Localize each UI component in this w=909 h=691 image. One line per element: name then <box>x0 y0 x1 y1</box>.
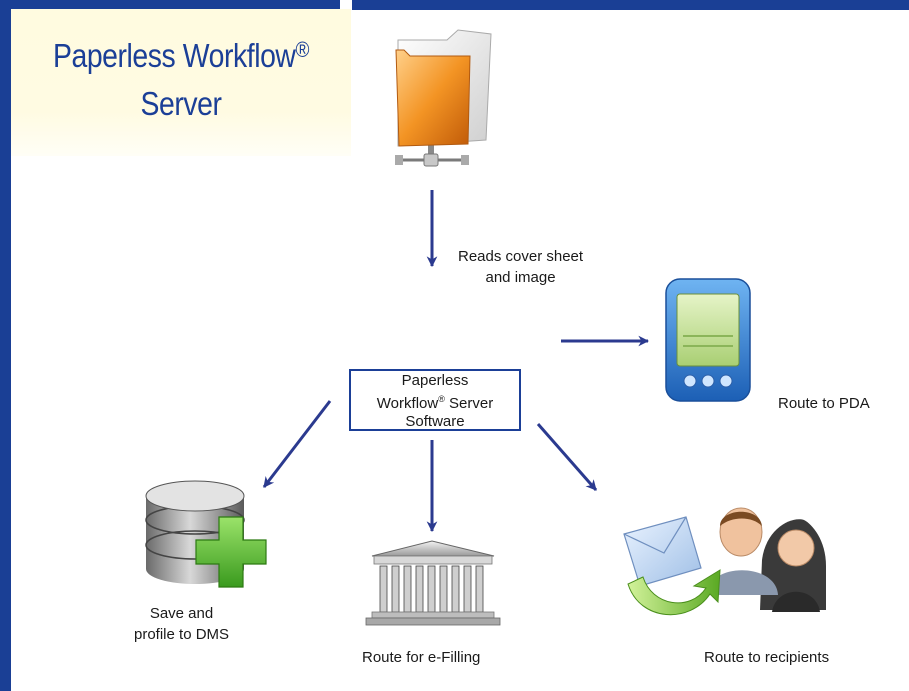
software-line-3: Software <box>405 413 465 430</box>
page-title: Paperless Workflow® <box>35 37 327 75</box>
title-panel: Paperless Workflow® Server <box>11 9 351 156</box>
courthouse-icon <box>365 540 501 626</box>
left-frame-bar <box>0 0 11 691</box>
email-recipients-icon <box>623 507 826 616</box>
title-line-2: Server <box>140 85 222 122</box>
registered-mark: ® <box>295 37 310 62</box>
flow-arrows <box>262 190 650 533</box>
title-line-1: Paperless Workflow <box>52 37 296 74</box>
network-folder-icon <box>395 29 492 167</box>
dms-line-2: profile to DMS <box>134 626 230 643</box>
save-dms-label: Save and profile to DMS <box>134 603 229 645</box>
reads-line-2: and image <box>485 269 556 286</box>
route-recipients-label: Route to recipients <box>704 649 830 666</box>
reads-line-1: Reads cover sheet <box>458 248 584 265</box>
database-add-icon <box>145 480 267 588</box>
top-frame-bar-left <box>0 0 340 9</box>
arrow-to-dms <box>262 400 332 488</box>
route-efiling-label: Route for e-Filling <box>362 649 481 666</box>
reads-cover-sheet-label: Reads cover sheet and image <box>458 246 583 288</box>
top-frame-bar-right <box>352 0 909 10</box>
route-to-pda-label: Route to PDA <box>778 395 870 412</box>
arrow-to-recipients <box>536 423 598 491</box>
dms-line-1: Save and <box>149 605 214 622</box>
software-line-1: Paperless <box>401 372 469 389</box>
pda-device-icon <box>665 278 751 402</box>
software-line-2: Workflow® Server <box>376 394 494 412</box>
software-box: Paperless Workflow® Server Software <box>349 369 521 431</box>
